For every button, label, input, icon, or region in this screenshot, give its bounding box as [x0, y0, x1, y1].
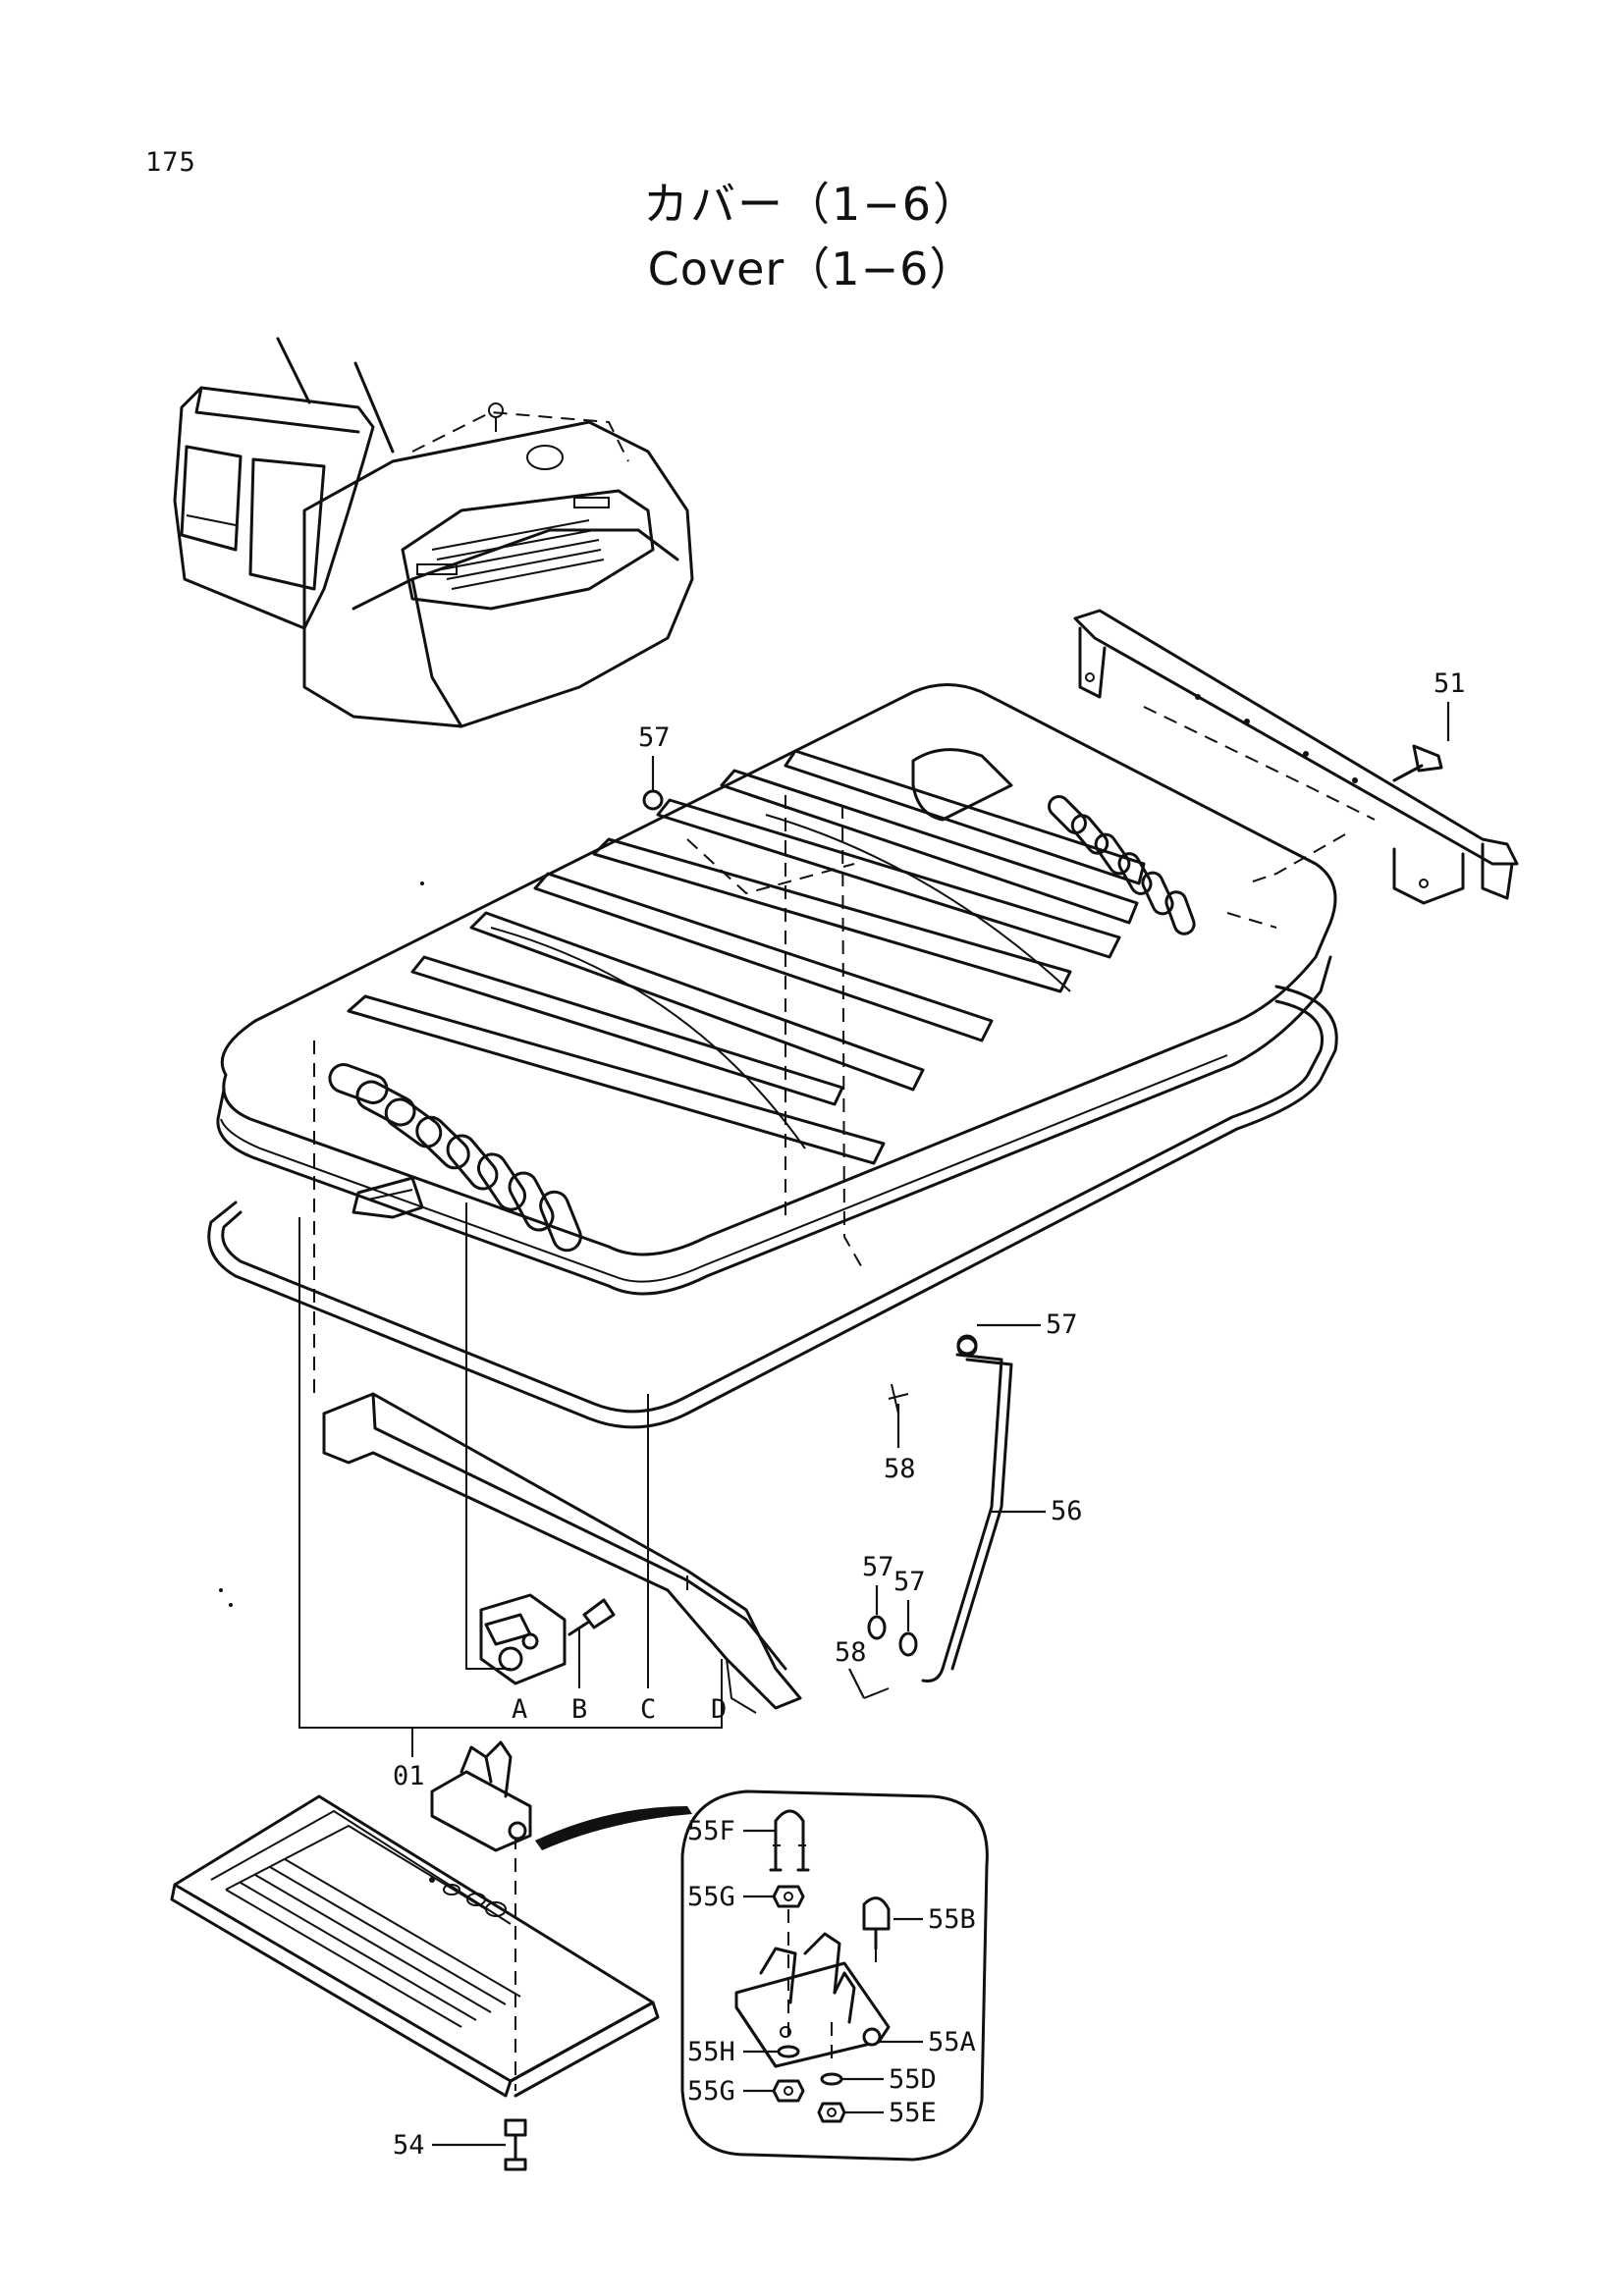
title-english: Cover（1−6） [647, 242, 976, 295]
washer-57-right [956, 1334, 978, 1356]
callout-55G-bottom: 55G [687, 2076, 735, 2107]
callout-54: 54 [393, 2130, 425, 2161]
reference-label-B: B [571, 1694, 587, 1725]
callout-57-right: 57 [1046, 1309, 1078, 1340]
cover-support-frame [322, 1392, 802, 1714]
lower-cover-part-54 [170, 1794, 660, 2171]
callout-55B: 55B [928, 1904, 976, 1935]
callout-55G-top: 55G [687, 1882, 735, 1912]
callout-55H: 55H [687, 2037, 735, 2067]
callout-57-top: 57 [638, 722, 671, 753]
page-number: 175 [145, 147, 196, 178]
washer-57-top [642, 789, 664, 811]
stay-rod-part-56 [863, 1336, 1013, 1699]
bolt-B [568, 1598, 616, 1636]
reference-label-C: C [640, 1694, 656, 1725]
excavator-overview-illustration [173, 337, 694, 728]
speck [420, 881, 424, 885]
reference-line-A [465, 1202, 511, 1670]
callout-57-mid1: 57 [862, 1552, 894, 1582]
front-vent-slots [328, 1063, 582, 1253]
callout-57-mid2: 57 [893, 1567, 926, 1597]
callout-51: 51 [1434, 668, 1466, 699]
leader-lines [432, 702, 1450, 2147]
callout-56: 56 [1051, 1496, 1083, 1526]
callout-55F: 55F [687, 1816, 735, 1846]
latch-detail-bubble [680, 1789, 989, 2162]
callout-55A: 55A [928, 2027, 976, 2057]
callout-01: 01 [393, 1761, 425, 1791]
washer-57-mid2 [898, 1631, 918, 1657]
cover-latch-small [430, 1740, 532, 1852]
rear-vent-slots [1048, 795, 1196, 935]
detail-arrow [535, 1806, 692, 1850]
reference-label-D: D [711, 1694, 727, 1725]
title-japanese: カバー（1−6） [642, 178, 981, 231]
seal-ring [207, 985, 1338, 1429]
callout-55E: 55E [889, 2098, 937, 2128]
callout-58-upper: 58 [884, 1454, 916, 1484]
callout-55D: 55D [889, 2064, 937, 2095]
speck [229, 1603, 233, 1607]
engine-cover [216, 683, 1337, 1394]
callout-58-lower: 58 [835, 1637, 867, 1668]
washer-57-mid1 [867, 1615, 887, 1640]
latch-assembly-A [479, 1593, 567, 1685]
reference-line-01 [298, 1217, 723, 1729]
reference-label-A: A [512, 1694, 527, 1725]
speck [219, 1588, 223, 1592]
bracket-part-51 [1073, 609, 1519, 905]
